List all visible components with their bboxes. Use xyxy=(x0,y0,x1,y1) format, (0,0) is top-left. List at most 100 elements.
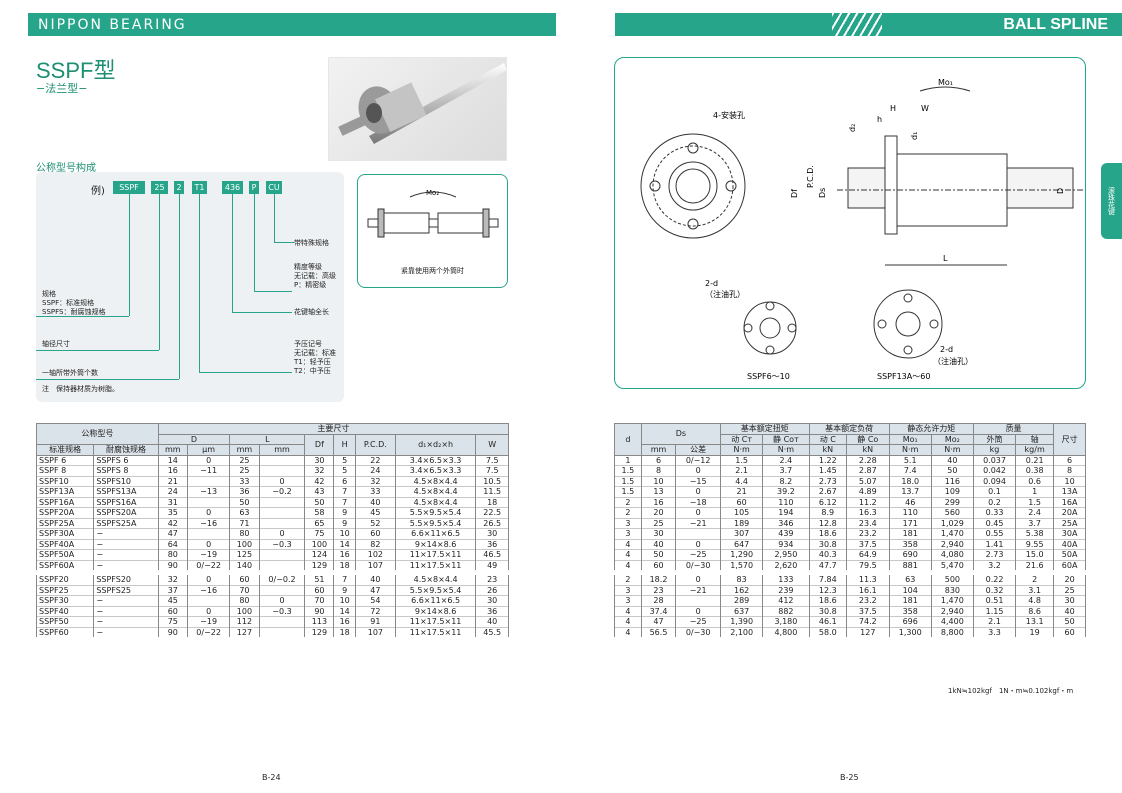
table-cell: 75 xyxy=(157,616,188,627)
table-cell: 1,470 xyxy=(930,595,974,606)
table-cell: 20A xyxy=(1053,507,1086,518)
table-cell: 22.5 xyxy=(475,507,509,518)
table-cell: 358 xyxy=(888,605,932,617)
section-label: BALL SPLINE xyxy=(1003,15,1108,33)
table-cell: 9 xyxy=(333,517,356,529)
table-cell: 16.3 xyxy=(845,507,890,518)
table-cell: − xyxy=(93,528,159,539)
table-cell: 63 xyxy=(888,570,932,585)
table-cell: 80 xyxy=(229,528,260,539)
table-cell: 2.1 xyxy=(972,616,1017,627)
table-cell: −15 xyxy=(675,475,722,487)
label-special: 带特殊规格 xyxy=(294,239,329,247)
table-cell: SSPF20A xyxy=(35,507,95,518)
table-cell xyxy=(258,496,306,508)
table-cell: 13.1 xyxy=(1015,616,1055,627)
table-cell: SSPF60A xyxy=(35,559,95,573)
table-cell: 11×17.5×11 xyxy=(394,549,477,560)
caption-small: SSPF6～10 xyxy=(747,372,790,381)
table-cell: 6.12 xyxy=(808,496,847,508)
moment-caption: 紧靠使用两个外筒时 xyxy=(401,267,464,275)
table-cell: 18.6 xyxy=(808,528,847,539)
table-cell: 60 xyxy=(157,605,188,617)
oil-hole-label-2: 2-d xyxy=(940,345,953,354)
table-cell: 1.41 xyxy=(972,538,1017,550)
table-cell: 4.5×8×4.4 xyxy=(394,496,477,508)
table-cell: 6.6×11×6.5 xyxy=(394,595,477,606)
table-cell: 0.1 xyxy=(972,486,1017,497)
table-cell: 5 xyxy=(333,465,356,476)
table-cell: 3.3 xyxy=(972,626,1017,637)
table-cell: 102 xyxy=(354,549,396,560)
label-nuts: 一轴所带外筒个数 xyxy=(42,369,98,377)
table-cell: 129 xyxy=(304,559,335,573)
table-cell: 0.6 xyxy=(1015,475,1055,487)
table-cell: 11×17.5×11 xyxy=(394,626,477,637)
table-cell: 4 xyxy=(614,549,642,560)
double-nut-drawing: Mo₂ xyxy=(367,189,499,238)
table-cell: 30.8 xyxy=(808,605,847,617)
table-cell: 71 xyxy=(229,517,260,529)
table-cell: 189 xyxy=(720,517,764,529)
table-cell: 25A xyxy=(1053,517,1086,529)
table-cell: 7 xyxy=(333,486,356,497)
table-cell: SSPF50A xyxy=(35,549,95,560)
code-part-preload: T1 xyxy=(192,181,207,194)
table-cell: −21 xyxy=(675,584,722,596)
table-cell: 10 xyxy=(640,475,677,487)
table-cell: SSPFS13A xyxy=(93,486,159,497)
table-cell: 18 xyxy=(475,496,509,508)
table-cell: 5.38 xyxy=(1015,528,1055,539)
table-cell: 70 xyxy=(229,584,260,596)
table-cell: 0.21 xyxy=(1015,454,1055,466)
table-cell: 7 xyxy=(333,496,356,508)
table-cell: 4,080 xyxy=(930,549,974,560)
svg-text:（注油孔）: （注油孔） xyxy=(933,356,973,366)
table-cell: 46.1 xyxy=(808,616,847,627)
table-cell: 21 xyxy=(720,486,764,497)
table-cell: 5 xyxy=(333,454,356,466)
code-part-grade: P xyxy=(249,181,259,194)
table-cell: 7.4 xyxy=(888,465,932,476)
caption-large: SSPF13A～60 xyxy=(877,372,930,381)
table-cell: 37.4 xyxy=(640,605,677,617)
table-cell: 60 xyxy=(354,528,396,539)
table-cell: 6 xyxy=(640,454,677,466)
side-tab[interactable]: 滚珠花键 xyxy=(1101,163,1122,239)
table-cell: 13.7 xyxy=(888,486,932,497)
table-cell: 52 xyxy=(354,517,396,529)
table-cell: −25 xyxy=(675,549,722,560)
table-cell: 9 xyxy=(333,584,356,596)
table-cell: 20 xyxy=(1053,570,1086,585)
table-cell: 2.4 xyxy=(762,454,810,466)
table-cell: 5,470 xyxy=(930,559,974,573)
table-cell: 80 xyxy=(229,595,260,606)
svg-text:d₁: d₁ xyxy=(910,132,919,140)
table-cell: −21 xyxy=(675,517,722,529)
table-cell: 14 xyxy=(157,454,188,466)
table-cell: 50 xyxy=(930,465,974,476)
table-cell: 113 xyxy=(304,616,335,627)
table-cell: 12.3 xyxy=(808,584,847,596)
table-cell: 129 xyxy=(304,626,335,637)
table-cell: 30A xyxy=(1053,528,1086,539)
table-cell: 127 xyxy=(229,626,260,637)
svg-text:H: H xyxy=(890,104,896,113)
table-cell: 0 xyxy=(186,507,231,518)
label-preload: 予压记号 无记载：标准 T1：轻予压 T2：中予压 xyxy=(294,340,336,375)
table-cell: 8 xyxy=(1053,465,1086,476)
table-cell: 0 xyxy=(258,475,306,487)
table-cell: 8 xyxy=(640,465,677,476)
table-cell: 346 xyxy=(762,517,810,529)
table-cell: 6 xyxy=(1053,454,1086,466)
table-cell: 43 xyxy=(304,486,335,497)
table-cell: 40 xyxy=(354,496,396,508)
table-cell: 46.5 xyxy=(475,549,509,560)
